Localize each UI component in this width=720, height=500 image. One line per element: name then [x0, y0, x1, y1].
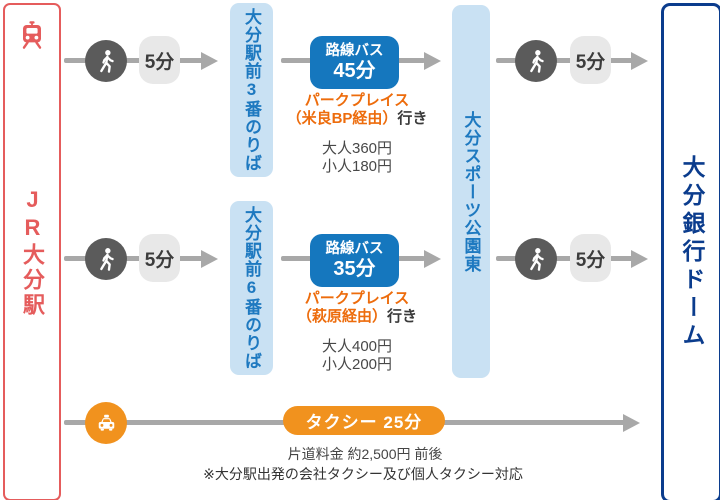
taxi-duration-badge: タクシー 25分 — [283, 406, 445, 435]
walk-icon — [515, 238, 557, 280]
walk-arrow-head — [631, 250, 648, 268]
fare-child: 小人180円 — [321, 158, 393, 176]
walk-duration-badge: 5分 — [139, 36, 180, 84]
walk-arrow-line — [496, 58, 633, 63]
bus-via-label: （萩原経由） — [296, 307, 387, 325]
bus-mode-label: 路線バス — [325, 43, 384, 60]
transfer-stop-box: 大分スポーツ公園東 — [452, 5, 490, 378]
bus-via-line: （米良BP経由）行き — [262, 110, 452, 128]
boarding-stop-box: 大分駅前3番のりば — [230, 3, 273, 177]
walk-arrow-line — [496, 256, 633, 261]
walk-icon — [515, 40, 557, 82]
taxi-arrow-head — [623, 414, 640, 432]
walk-duration-badge: 5分 — [570, 234, 611, 282]
destination-box: 大分銀行ドーム — [661, 3, 720, 500]
bus-destination-name: パークプレイス — [304, 290, 410, 307]
destination-label: 大分銀行ドーム — [679, 155, 705, 351]
bus-bound-suffix: 行き — [387, 307, 418, 325]
walk-duration-badge: 5分 — [139, 234, 180, 282]
taxi-note-text: ※大分駅出発の会社タクシー及び個人タクシー対応 — [203, 466, 523, 482]
train-icon — [16, 19, 48, 51]
bus-destination-name: パークプレイス — [304, 92, 410, 109]
bus-bound-suffix: 行き — [397, 109, 428, 127]
walk-arrow-line — [64, 256, 204, 261]
boarding-stop-label: 大分駅前3番のりば — [242, 8, 261, 172]
walk-icon — [85, 238, 127, 280]
bus-duration-badge: 路線バス 35分 — [310, 234, 399, 287]
walk-arrow-line — [64, 58, 204, 63]
boarding-stop-box: 大分駅前6番のりば — [230, 201, 273, 375]
bus-mode-label: 路線バス — [325, 241, 384, 258]
origin-station-box: JR大分駅 — [3, 3, 61, 500]
bus-duration-label: 45分 — [333, 59, 376, 82]
walk-duration-badge: 5分 — [570, 36, 611, 84]
bus-via-line: （萩原経由）行き — [262, 308, 452, 326]
fare-info: 大人360円 小人180円 — [262, 140, 452, 176]
walk-arrow-head — [631, 52, 648, 70]
walk-icon — [85, 40, 127, 82]
walk-arrow-head — [201, 250, 218, 268]
boarding-stop-label: 大分駅前6番のりば — [242, 206, 261, 370]
bus-duration-badge: 路線バス 45分 — [310, 36, 399, 89]
bus-arrow-head — [424, 250, 441, 268]
fare-info: 大人400円 小人200円 — [262, 338, 452, 374]
fare-adult: 大人400円 — [321, 338, 393, 356]
bus-duration-label: 35分 — [333, 257, 376, 280]
taxi-fare-text: 片道料金 約2,500円 前後 — [287, 446, 443, 462]
origin-station-label: JR大分駅 — [20, 186, 45, 318]
bus-direction-info: パークプレイス （萩原経由）行き 大人400円 小人200円 — [262, 290, 452, 374]
bus-via-label: （米良BP経由） — [286, 109, 398, 127]
bus-route-1: 5分 大分駅前3番のりば 路線バス 45分 パークプレイス （米良BP経由）行き… — [0, 0, 720, 197]
bus-direction-info: パークプレイス （米良BP経由）行き 大人360円 小人180円 — [262, 92, 452, 176]
walk-arrow-head — [201, 52, 218, 70]
fare-child: 小人200円 — [321, 356, 393, 374]
taxi-icon — [85, 402, 127, 444]
bus-route-2: 5分 大分駅前6番のりば 路線バス 35分 パークプレイス （萩原経由）行き 大… — [0, 198, 720, 395]
fare-adult: 大人360円 — [321, 140, 393, 158]
bus-arrow-head — [424, 52, 441, 70]
transfer-stop-label: 大分スポーツ公園東 — [461, 110, 481, 273]
